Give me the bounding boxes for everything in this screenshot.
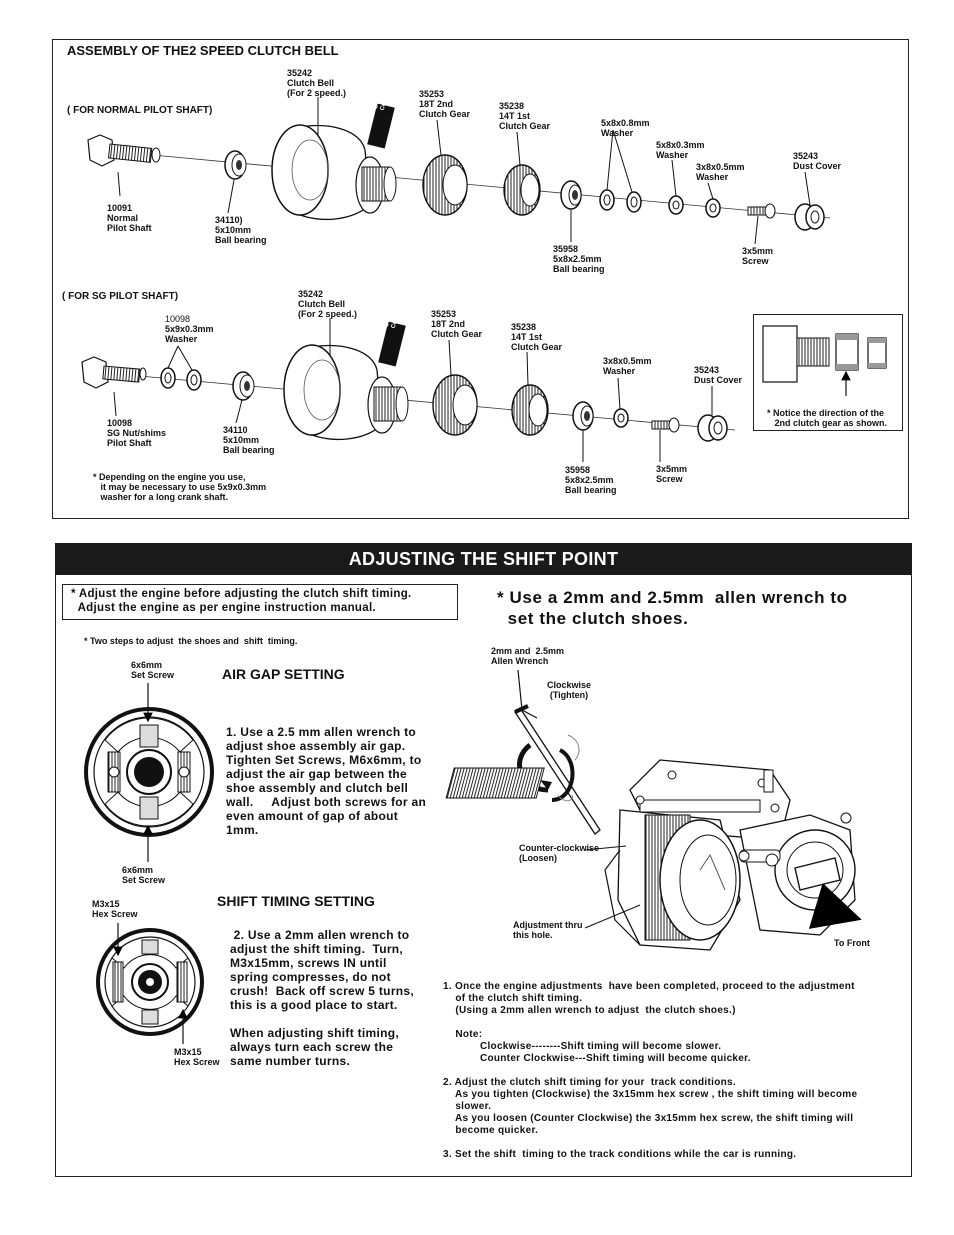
notice-box	[753, 314, 903, 431]
air-gap-heading: AIR GAP SETTING	[222, 666, 345, 682]
normal-washer03-label: 5x8x0.3mm Washer	[656, 140, 705, 160]
air-gap-top-label: 6x6mm Set Screw	[131, 660, 175, 680]
sg-screw	[651, 417, 680, 433]
normal-bell-label: 35242 Clutch Bell (For 2 speed.)	[287, 68, 347, 98]
shift-timing-bottom-label: M3x15 Hex Screw	[174, 1047, 220, 1067]
shift-timing-heading: SHIFT TIMING SETTING	[217, 893, 375, 909]
two-steps-note: * Two steps to adjust the shoes and shif…	[84, 636, 298, 646]
normal-dust-label: 35243 Dust Cover	[793, 151, 842, 171]
assembly-panel	[52, 39, 909, 519]
sg-footnote: * Depending on the engine you use, it ma…	[93, 472, 267, 502]
adjustment-hole-label: Adjustment thru this hole.	[513, 920, 583, 940]
assembly-title: ASSEMBLY OF THE2 SPEED CLUTCH BELL	[67, 43, 339, 58]
sg-washer	[613, 408, 629, 428]
normal-bearing1-label: 34110) 5x10mm Ball bearing	[215, 215, 267, 245]
normal-gear-18t	[422, 154, 468, 216]
notice-gear-drawing	[762, 325, 887, 396]
normal-washer05-label: 3x8x0.5mm Washer	[696, 162, 745, 182]
sg-bearing-1	[232, 371, 255, 401]
normal-clutch-bell	[271, 124, 397, 220]
sg-clutch-bell	[283, 344, 409, 440]
normal-gear-14t	[503, 164, 541, 216]
sg-heading: ( FOR SG PILOT SHAFT)	[62, 291, 179, 302]
engine-drawing	[445, 669, 862, 951]
sg-pilot-label: 10098 SG Nut/shims Pilot Shaft	[107, 418, 167, 448]
normal-pilot-shaft	[87, 134, 161, 167]
normal-bearing-1	[224, 150, 247, 180]
air-gap-text: 1. Use a 2.5 mm allen wrench to adjust s…	[226, 725, 427, 837]
sg-pilot-shaft	[81, 356, 147, 389]
air-gap-bottom-label: 6x6mm Set Screw	[122, 865, 166, 885]
to-front-label: To Front	[834, 938, 870, 948]
adjustment-steps: 1. Once the engine adjustments have been…	[443, 981, 858, 1160]
wrench-note: * Use a 2mm and 2.5mm allen wrench to se…	[497, 588, 848, 628]
engine-note-box: * Adjust the engine before adjusting the…	[62, 584, 458, 620]
shift-timing-text: 2. Use a 2mm allen wrench to adjust the …	[230, 928, 415, 1068]
sg-bearing2-label: 35958 5x8x2.5mm Ball bearing	[565, 465, 617, 495]
wrench-label: 2mm and 2.5mm Allen Wrench	[491, 646, 565, 666]
sg-bearing1-label: 34110 5x10mm Ball bearing	[223, 425, 275, 455]
normal-washer08-label: 5x8x0.8mm Washer	[601, 118, 650, 138]
sg-washer-number: 10098	[165, 314, 191, 324]
sg-dust-label: 35243 Dust Cover	[694, 365, 743, 385]
normal-screw	[747, 203, 776, 219]
normal-dust-cover	[794, 203, 825, 231]
shift-timing-clutch-drawing	[96, 923, 204, 1044]
normal-pilot-label: 10091 Normal Pilot Shaft	[107, 203, 152, 233]
normal-washers	[599, 189, 721, 218]
sg-screw-label: 3x5mm Screw	[656, 464, 688, 484]
normal-heading: ( FOR NORMAL PILOT SHAFT)	[67, 105, 213, 116]
air-gap-clutch-drawing	[84, 683, 214, 862]
shift-banner: ADJUSTING THE SHIFT POINT	[55, 543, 912, 575]
shift-timing-top-label: M3x15 Hex Screw	[92, 899, 138, 919]
normal-gear14-label: 35238 14T 1st Clutch Gear	[499, 101, 551, 131]
sg-washers	[160, 367, 202, 391]
normal-bearing2-label: 35958 5x8x2.5mm Ball bearing	[553, 244, 605, 274]
sg-bearing-2	[572, 401, 594, 431]
sg-washer-label2: 3x8x0.5mm Washer	[603, 356, 652, 376]
sg-gear18-label: 35253 18T 2nd Clutch Gear	[431, 309, 483, 339]
normal-screw-label: 3x5mm Screw	[742, 246, 774, 266]
counter-clockwise-label: Counter-clockwise (Loosen)	[519, 843, 600, 863]
notice-text: * Notice the direction of the 2nd clutch…	[767, 408, 888, 428]
sg-washer-label: 5x9x0.3mm Washer	[165, 324, 214, 344]
sg-dust-cover	[697, 414, 728, 442]
sg-gear-18t	[432, 374, 478, 436]
normal-bearing-2	[560, 180, 582, 210]
normal-gear18-label: 35253 18T 2nd Clutch Gear	[419, 89, 471, 119]
sg-gear-14t	[511, 384, 549, 436]
sg-bell-label: 35242 Clutch Bell (For 2 speed.)	[298, 289, 358, 319]
sg-gear14-label: 35238 14T 1st Clutch Gear	[511, 322, 563, 352]
clockwise-label: Clockwise (Tighten)	[547, 680, 592, 700]
